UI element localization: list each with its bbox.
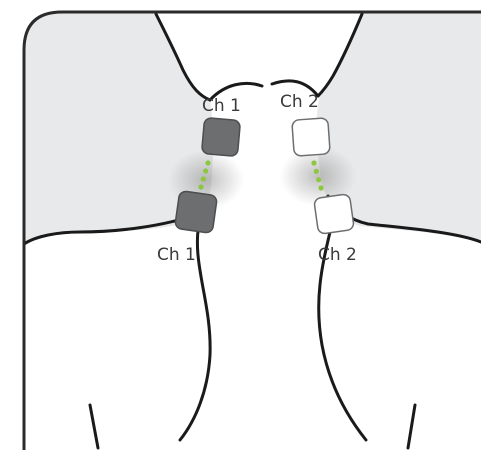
channel-1-bottom-electrode-pad [175, 191, 218, 234]
channel-2-top-label: Ch 2 [280, 92, 319, 112]
connector-dot [314, 169, 319, 174]
connector-dot [318, 185, 323, 190]
connector-dot [316, 177, 321, 182]
channel-1-bottom-label: Ch 1 [157, 245, 196, 265]
channel-1-top-electrode-pad [201, 117, 240, 156]
connector-dot [205, 160, 210, 165]
channel-2-bottom-label: Ch 2 [318, 245, 357, 265]
connector-dot [311, 160, 316, 165]
channel-2-top-electrode-pad [292, 118, 330, 156]
connector-dot [201, 176, 206, 181]
channel-2-bottom-electrode-pad [314, 194, 355, 235]
channel-1-top-label: Ch 1 [202, 96, 241, 116]
connector-dot [198, 184, 203, 189]
connector-dot [203, 168, 208, 173]
